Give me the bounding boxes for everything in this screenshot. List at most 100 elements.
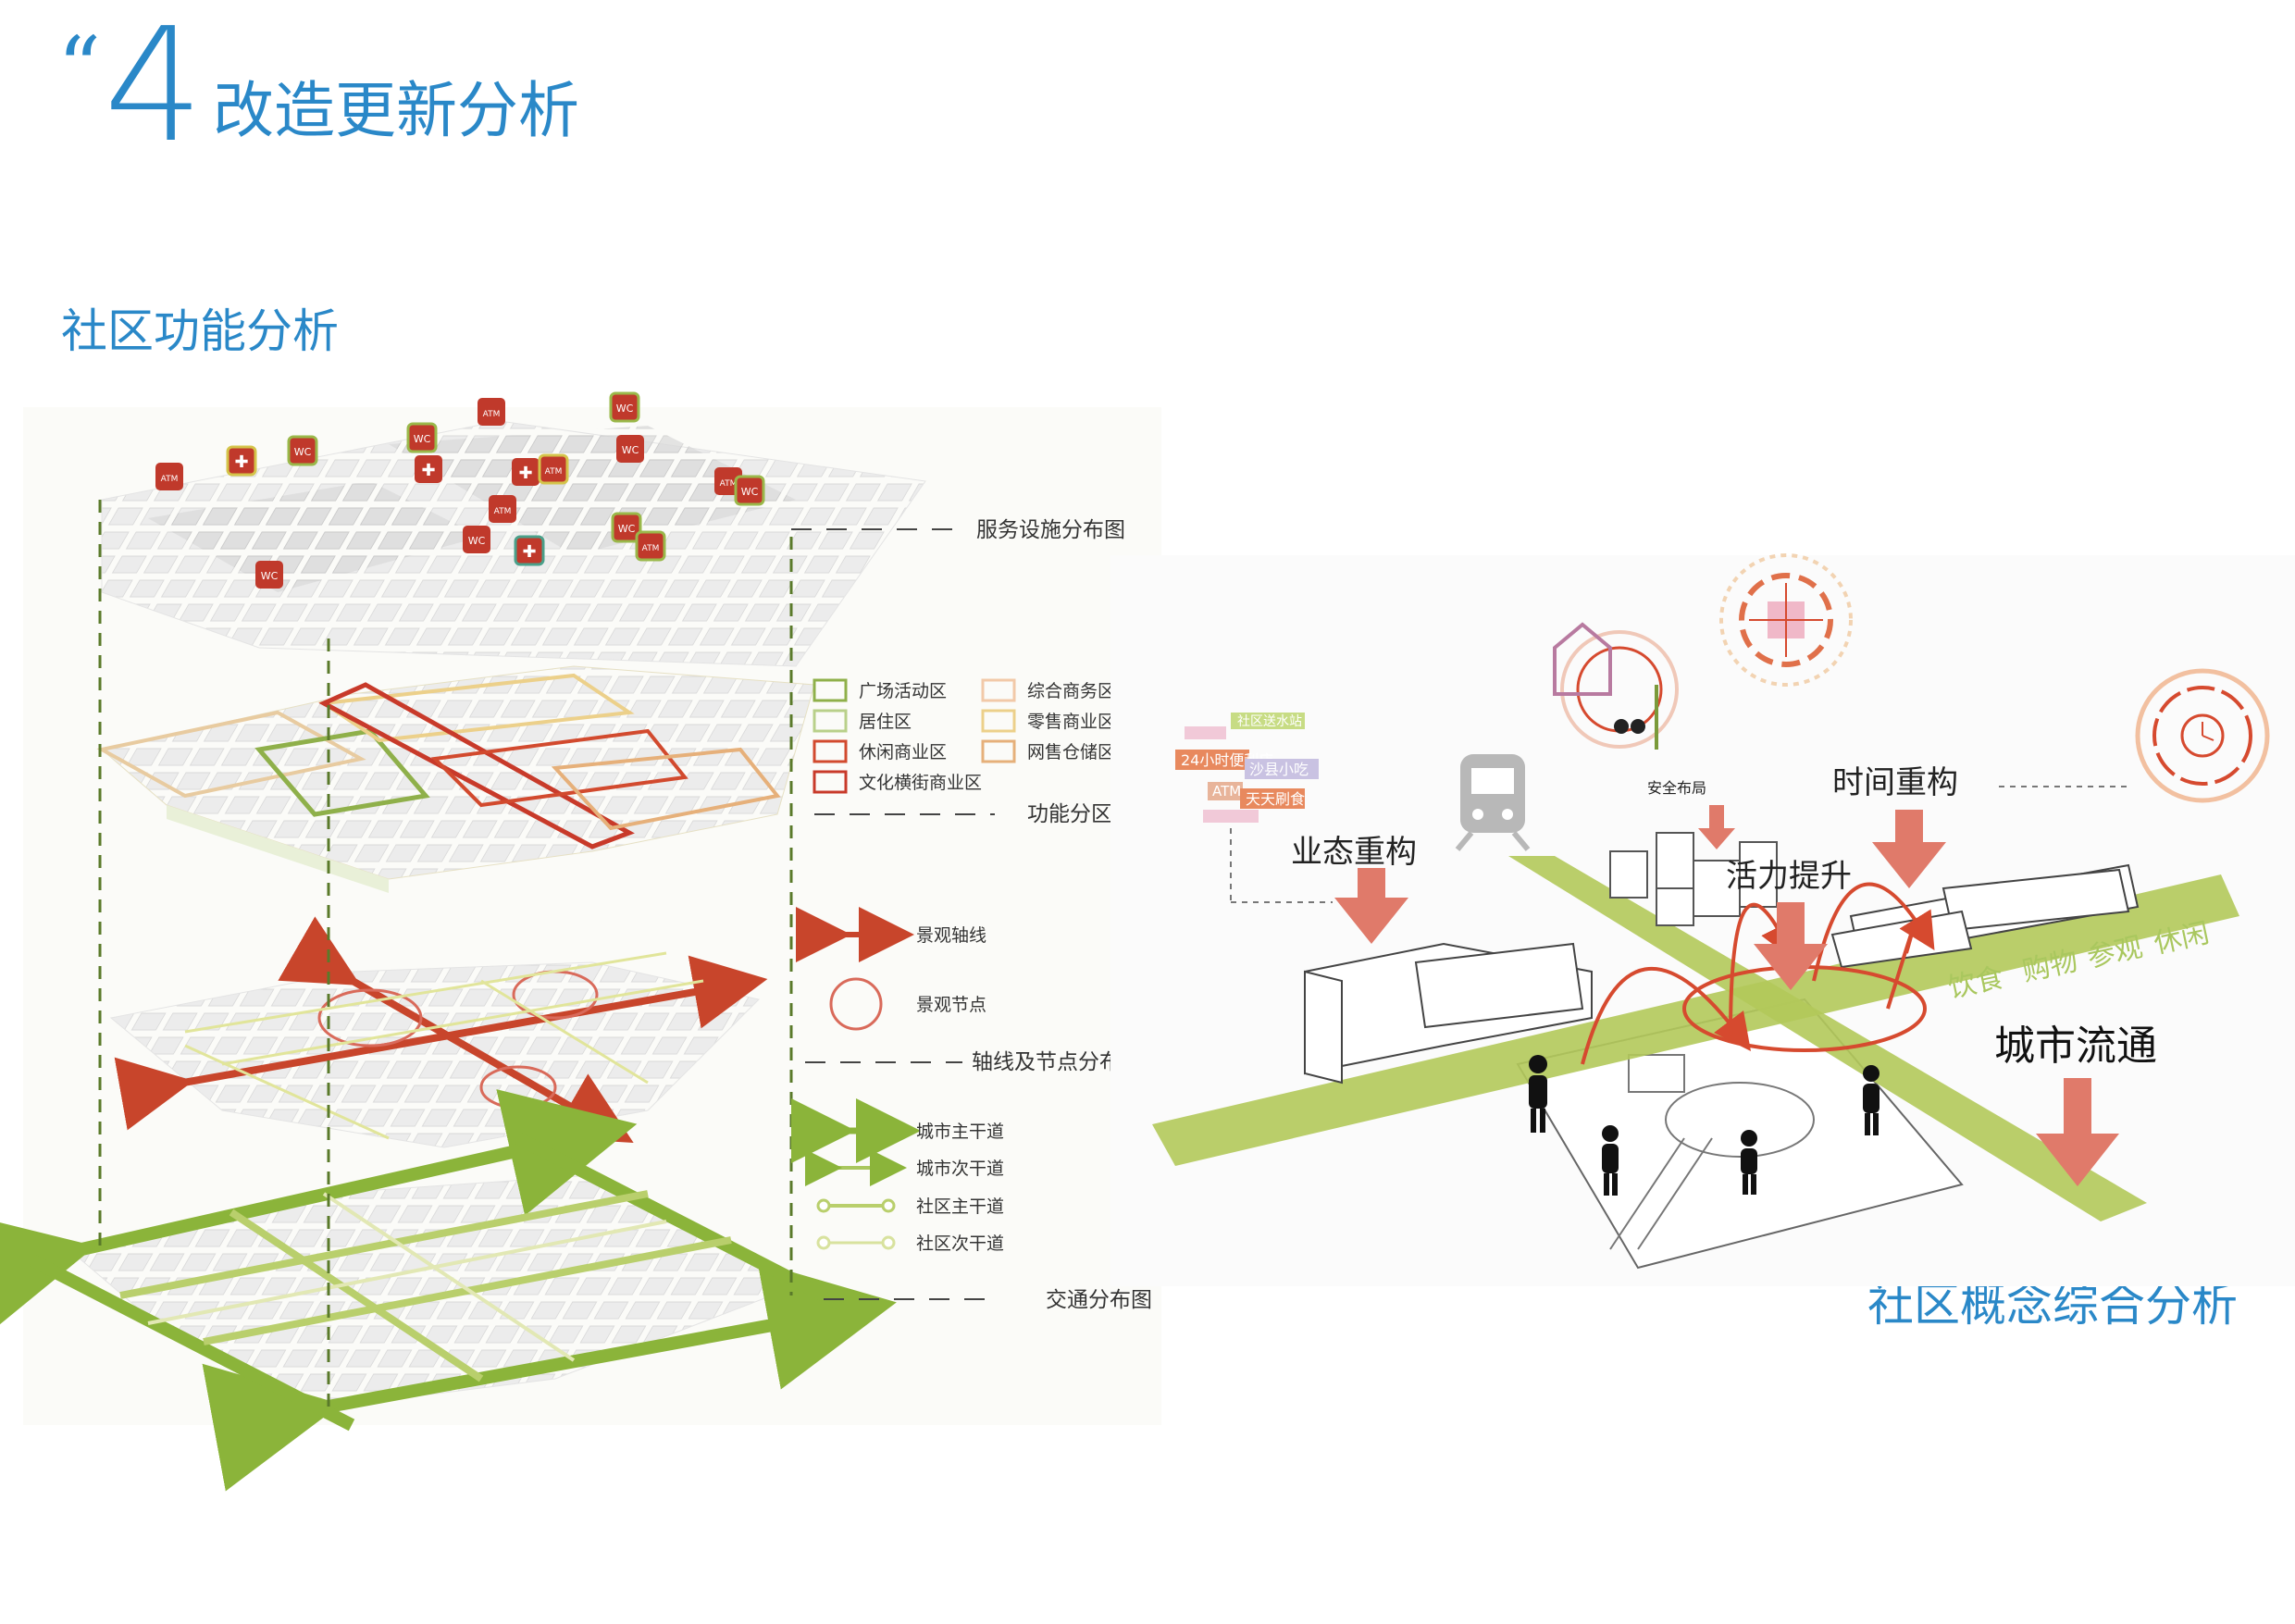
facility-markers: ATM ✚ WC WC ATM WC ✚ ✚ ATM WC ATM WC ✚ W… xyxy=(155,391,765,589)
landscape-node xyxy=(317,988,423,1048)
legend-swatch xyxy=(813,709,848,733)
person-icon xyxy=(1863,1065,1879,1135)
label-format-restructure: 业态重构 xyxy=(1291,834,1417,871)
label-city-flow: 城市流通 xyxy=(1994,1023,2157,1070)
arrow-format xyxy=(1334,868,1408,944)
legend-swatch xyxy=(813,678,848,702)
svg-text:沙县小吃: 沙县小吃 xyxy=(1249,761,1309,778)
layer-traffic xyxy=(0,1089,897,1492)
function-legend: 广场活动区 综合商务区 居住区 零售商业区 休闲商业区 网售仓储区 文化横街商业… xyxy=(813,678,1115,794)
layer-connectors xyxy=(98,500,793,1407)
medical-marker-icon: ✚ xyxy=(226,445,257,477)
legend-label: 景观轴线 xyxy=(916,925,986,946)
legend-label: 居住区 xyxy=(859,712,912,732)
svg-text:WC: WC xyxy=(622,444,639,456)
layer-zoning xyxy=(96,665,815,893)
legend-label: 文化横街商业区 xyxy=(859,773,982,793)
buildings-left xyxy=(1304,942,1593,1085)
legend-label: 综合商务区 xyxy=(1027,681,1115,701)
atm-marker-icon: ATM xyxy=(538,453,569,485)
traffic-legend: 城市主干道 城市次干道 社区主干道 社区次干道 xyxy=(791,1098,1004,1254)
svg-text:ATM: ATM xyxy=(483,410,501,419)
layer-label-services: 服务设施分布图 xyxy=(976,518,1125,542)
person-icon xyxy=(1529,1055,1547,1133)
svg-text:天天刷食: 天天刷食 xyxy=(1246,790,1305,808)
left-section-title: 社区功能分析 xyxy=(61,304,339,358)
quote-mark: “ xyxy=(57,19,102,118)
label-leaders xyxy=(791,528,999,1300)
svg-text:ATM: ATM xyxy=(161,475,179,484)
shop-tag-cloud: 社区送水站 24小时便利店 沙县小吃 ATM 天天刷食 xyxy=(1175,713,1319,823)
label-safety-layout: 安全布局 xyxy=(1647,779,1706,797)
legend-swatch xyxy=(981,739,1016,763)
city-main-road xyxy=(202,1261,897,1492)
wc-marker-icon: WC xyxy=(463,526,490,553)
svg-text:✚: ✚ xyxy=(234,452,248,472)
train-icon xyxy=(1455,754,1531,851)
svg-text:WC: WC xyxy=(414,433,431,445)
svg-text:✚: ✚ xyxy=(518,464,532,483)
city-main-road xyxy=(515,1132,846,1311)
residents-circle-icon xyxy=(1553,622,1679,750)
wc-marker-icon: WC xyxy=(287,435,318,466)
down-arrows xyxy=(1334,805,2119,1186)
wc-marker-icon: WC xyxy=(616,435,644,463)
svg-text:社区送水站: 社区送水站 xyxy=(1237,714,1302,729)
svg-text:WC: WC xyxy=(294,446,312,458)
wc-marker-icon: WC xyxy=(734,475,765,506)
svg-text:✚: ✚ xyxy=(421,461,435,480)
atm-marker-icon: ATM xyxy=(489,495,516,523)
city-main-road xyxy=(29,1254,355,1432)
axis-legend: 景观轴线 景观节点 xyxy=(796,907,986,1031)
legend-label: 社区次干道 xyxy=(916,1233,1004,1254)
time-circle-icon xyxy=(2135,668,2270,803)
svg-text:ATM: ATM xyxy=(494,507,512,516)
legend-label: 城市次干道 xyxy=(916,1159,1004,1179)
legend-label: 网售仓储区 xyxy=(1027,742,1115,762)
activity-words: 饮食 购物 参观 休闲 xyxy=(1945,917,2212,1005)
svg-text:ATM: ATM xyxy=(642,544,660,553)
arrow-time xyxy=(1872,810,1946,888)
medical-marker-icon: ✚ xyxy=(514,535,545,566)
svg-text:ATM: ATM xyxy=(545,467,563,477)
svg-text:WC: WC xyxy=(261,570,279,582)
legend-label: 零售商业区 xyxy=(1027,712,1115,732)
legend-swatch xyxy=(981,709,1016,733)
people-icons xyxy=(1529,1055,1879,1196)
label-time-restructure: 时间重构 xyxy=(1832,764,1958,801)
arrow-vitality xyxy=(1754,902,1828,990)
atm-marker-icon: ATM xyxy=(635,530,666,562)
svg-text:ATM: ATM xyxy=(720,479,738,489)
right-section-title: 社区概念综合分析 xyxy=(1867,1278,2238,1332)
label-vitality: 活力提升 xyxy=(1726,858,1852,895)
legend-label: 休闲商业区 xyxy=(859,742,947,762)
svg-text:WC: WC xyxy=(618,523,636,535)
clock-circle-icon xyxy=(1719,553,1853,687)
page-title: 改造更新分析 xyxy=(213,75,579,146)
person-icon xyxy=(1602,1125,1619,1196)
arrow-safety xyxy=(1698,805,1735,849)
atm-marker-icon: ATM xyxy=(478,398,505,426)
medical-marker-icon: ✚ xyxy=(512,458,540,486)
legend-label: 城市主干道 xyxy=(916,1122,1004,1142)
legend-label: 景观节点 xyxy=(916,995,986,1015)
city-road-diagonal xyxy=(1508,856,2147,1221)
svg-text:WC: WC xyxy=(468,535,486,547)
atm-marker-icon: ATM xyxy=(155,463,183,490)
svg-text:WC: WC xyxy=(616,403,634,415)
wc-marker-icon: WC xyxy=(255,561,283,589)
legend-swatch xyxy=(813,770,848,794)
layer-label-traffic: 交通分布图 xyxy=(1046,1288,1152,1312)
arrow-city-flow xyxy=(2036,1078,2119,1186)
svg-text:ATM: ATM xyxy=(1212,783,1241,800)
legend-swatch xyxy=(813,739,848,763)
wc-marker-icon: WC xyxy=(609,391,640,423)
section-number: 4 xyxy=(104,0,205,178)
medical-marker-icon: ✚ xyxy=(415,455,442,483)
svg-text:✚: ✚ xyxy=(522,542,536,562)
legend-label: 广场活动区 xyxy=(859,681,947,701)
wc-marker-icon: WC xyxy=(611,512,642,543)
city-main-road xyxy=(0,1089,638,1338)
